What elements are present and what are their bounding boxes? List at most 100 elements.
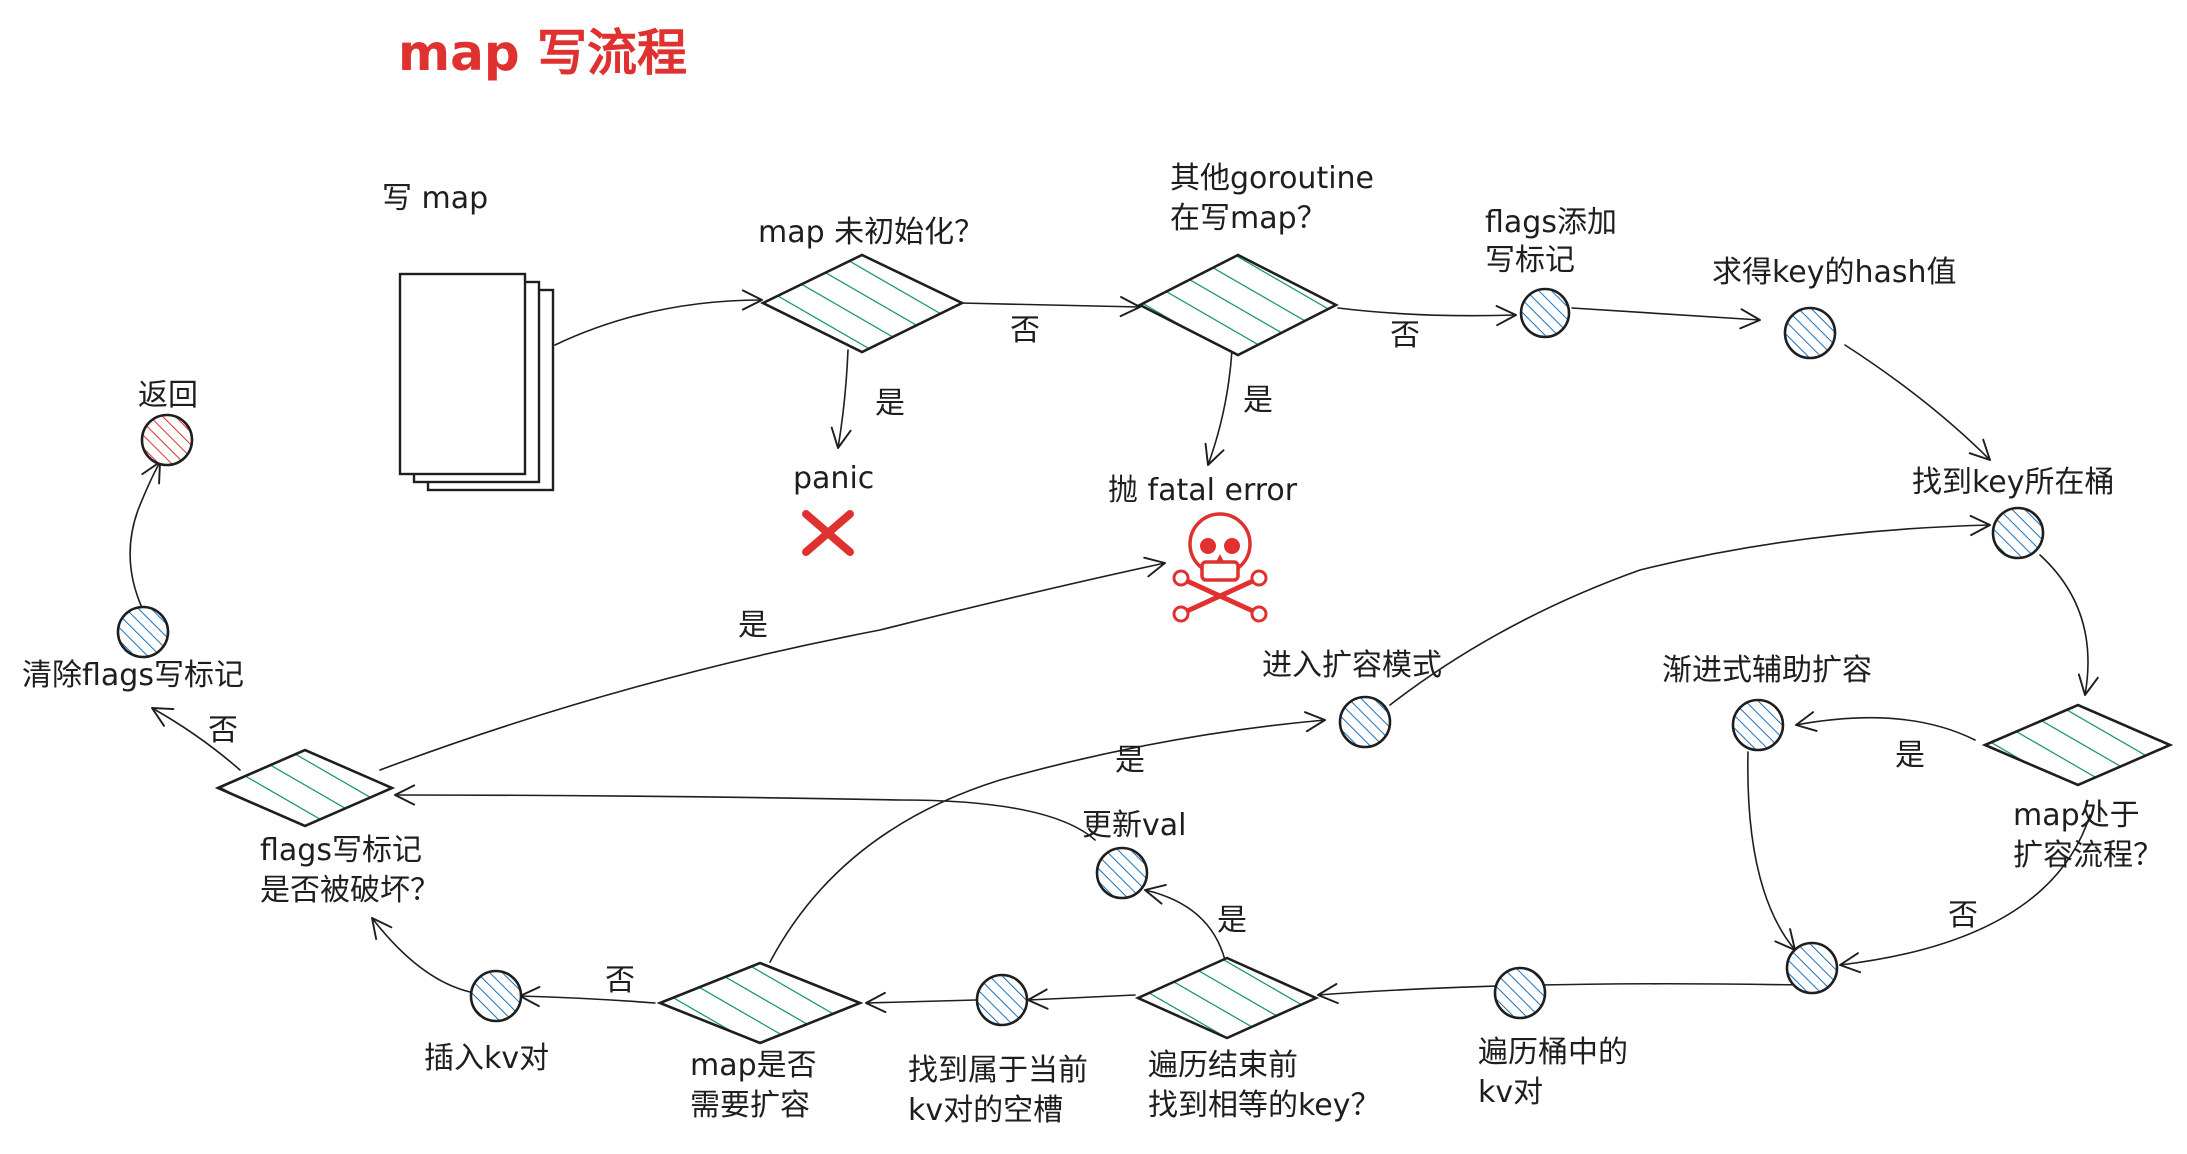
panic-label: panic: [793, 461, 874, 496]
decision-concurrent-diamond: [1137, 253, 1339, 357]
edge-label-broken-yes: 是: [738, 608, 768, 643]
traverse-entry-node: [1785, 941, 1839, 995]
flags-add-label-1: flags添加: [1485, 205, 1617, 240]
insert-circle: [469, 969, 523, 1023]
edge-label-concurrent-yes: 是: [1243, 383, 1273, 418]
edge-concurrent-to-fatal: [1204, 349, 1233, 466]
traverse-label-2: kv对: [1478, 1075, 1543, 1110]
insert-node: 插入kv对: [424, 969, 549, 1076]
enter-grow-circle: [1338, 695, 1392, 749]
decision-growing-label-1: map处于: [2013, 798, 2140, 833]
edge-entergrow-to-findbucket: [1389, 514, 1991, 706]
edge-doc-to-uninit: [554, 289, 763, 346]
clear-flags-node: 清除flags写标记: [22, 605, 244, 693]
hash-label: 求得key的hash值: [1712, 255, 1957, 290]
decision-found-eq-label-1: 遍历结束前: [1148, 1048, 1298, 1083]
edge-assist-to-traverse: [1747, 751, 1796, 951]
update-val-node: 更新val: [1082, 808, 1186, 900]
edge-update-to-flagsbroken: [394, 784, 1096, 841]
enter-grow-label: 进入扩容模式: [1262, 648, 1442, 683]
enter-grow-node: 进入扩容模式: [1262, 648, 1442, 749]
decision-growing-diamond: [1981, 703, 2174, 787]
decision-concurrent-label-2: 在写map？: [1170, 201, 1327, 236]
edge-insert-to-flagsbroken: [371, 917, 471, 993]
return-node: 返回: [138, 378, 198, 467]
insert-label: 插入kv对: [424, 1041, 549, 1076]
document-stack-icon: [398, 272, 555, 492]
find-empty-node: 找到属于当前 kv对的空槽: [908, 973, 1088, 1128]
flags-add-node: flags添加 写标记: [1485, 205, 1617, 339]
decision-concurrent: 其他goroutine 在写map？: [1137, 161, 1374, 357]
skull-crossbones-icon: [1172, 512, 1268, 623]
decision-uninit: map 未初始化？: [758, 215, 984, 354]
update-val-label: 更新val: [1082, 808, 1186, 843]
write-map-label: 写 map: [382, 181, 488, 216]
hash-node: 求得key的hash值: [1712, 255, 1957, 360]
traverse-circle: [1493, 966, 1547, 1020]
decision-growing: map处于 扩容流程？: [1981, 703, 2174, 873]
decision-found-eq-diamond: [1134, 956, 1320, 1040]
edge-uninit-to-concurrent: [959, 296, 1141, 318]
find-empty-circle: [975, 973, 1029, 1027]
find-empty-label-1: 找到属于当前: [908, 1053, 1088, 1088]
edge-flagsbroken-to-fatal: [379, 556, 1166, 771]
edge-label-uninit-yes: 是: [875, 386, 905, 421]
decision-flags-broken: flags写标记 是否被破坏？: [214, 748, 440, 908]
traverse-entry-circle: [1785, 941, 1839, 995]
edge-label-needgrow-yes: 是: [1115, 743, 1145, 778]
clear-flags-circle: [116, 605, 170, 659]
decision-growing-label-2: 扩容流程？: [2013, 838, 2163, 873]
decision-need-grow: map是否 需要扩容: [656, 961, 864, 1123]
assist-grow-label: 渐进式辅助扩容: [1662, 653, 1872, 688]
decision-flags-broken-label-2: 是否被破坏？: [260, 873, 440, 908]
find-empty-label-2: kv对的空槽: [908, 1093, 1063, 1128]
edge-labels: 否 是 是 否 是 否 是 是 否 是 否: [208, 313, 1978, 998]
edge-clear-to-return: [129, 461, 161, 611]
decision-need-grow-label-2: 需要扩容: [690, 1088, 810, 1123]
decision-flags-broken-label-1: flags写标记: [260, 833, 422, 868]
clear-flags-label: 清除flags写标记: [22, 658, 244, 693]
edge-findempty-to-needgrow: [865, 991, 977, 1014]
edge-findbucket-to-growing: [2039, 554, 2099, 696]
decision-found-eq: 遍历结束前 找到相等的key？: [1134, 956, 1381, 1123]
return-label: 返回: [138, 378, 198, 413]
find-bucket-label: 找到key所在桶: [1912, 465, 2115, 500]
red-x-icon: [802, 510, 854, 556]
write-map-node: 写 map: [382, 181, 555, 492]
edge-needgrow-to-entergrow: [769, 711, 1326, 963]
assist-grow-node: 渐进式辅助扩容: [1662, 653, 1872, 752]
edge-label-growing-yes: 是: [1895, 738, 1925, 773]
fatal-label: 抛 fatal error: [1108, 473, 1298, 508]
edge-concurrent-to-flagsadd: [1337, 305, 1517, 327]
fatal-node: 抛 fatal error: [1108, 473, 1298, 623]
edges: [129, 289, 2099, 1014]
edge-label-foundeq-yes: 是: [1217, 903, 1247, 938]
flags-add-circle: [1519, 287, 1571, 339]
edge-label-concurrent-no: 否: [1390, 318, 1420, 353]
traverse-node: 遍历桶中的 kv对: [1478, 966, 1628, 1110]
edge-flagsbroken-to-clear: [151, 707, 241, 771]
return-circle: [140, 413, 194, 467]
decision-need-grow-label-1: map是否: [690, 1048, 817, 1083]
decision-concurrent-label-1: 其他goroutine: [1170, 161, 1374, 196]
update-val-circle: [1095, 846, 1149, 900]
find-bucket-node: 找到key所在桶: [1912, 465, 2115, 560]
edge-foundeq-to-findempty: [1027, 988, 1136, 1010]
edge-growing-to-traverse: [1839, 814, 2091, 974]
edge-label-broken-no: 否: [208, 713, 238, 748]
edge-foundeq-to-update: [1144, 884, 1226, 961]
edge-uninit-to-panic: [830, 349, 852, 449]
edge-traverse-to-foundeq: [1317, 982, 1801, 1005]
decision-uninit-diamond: [760, 253, 965, 354]
panic-node: panic: [793, 461, 874, 556]
hash-circle: [1783, 306, 1837, 360]
edge-label-growing-no: 否: [1948, 898, 1978, 933]
flags-add-label-2: 写标记: [1485, 243, 1575, 278]
traverse-label-1: 遍历桶中的: [1478, 1035, 1628, 1070]
assist-grow-circle: [1731, 698, 1785, 752]
edge-flagsadd-to-hash: [1571, 307, 1761, 330]
decision-found-eq-label-2: 找到相等的key？: [1148, 1088, 1381, 1123]
diagram-title: map 写流程: [398, 24, 687, 82]
edge-growing-to-assist: [1795, 711, 1976, 741]
